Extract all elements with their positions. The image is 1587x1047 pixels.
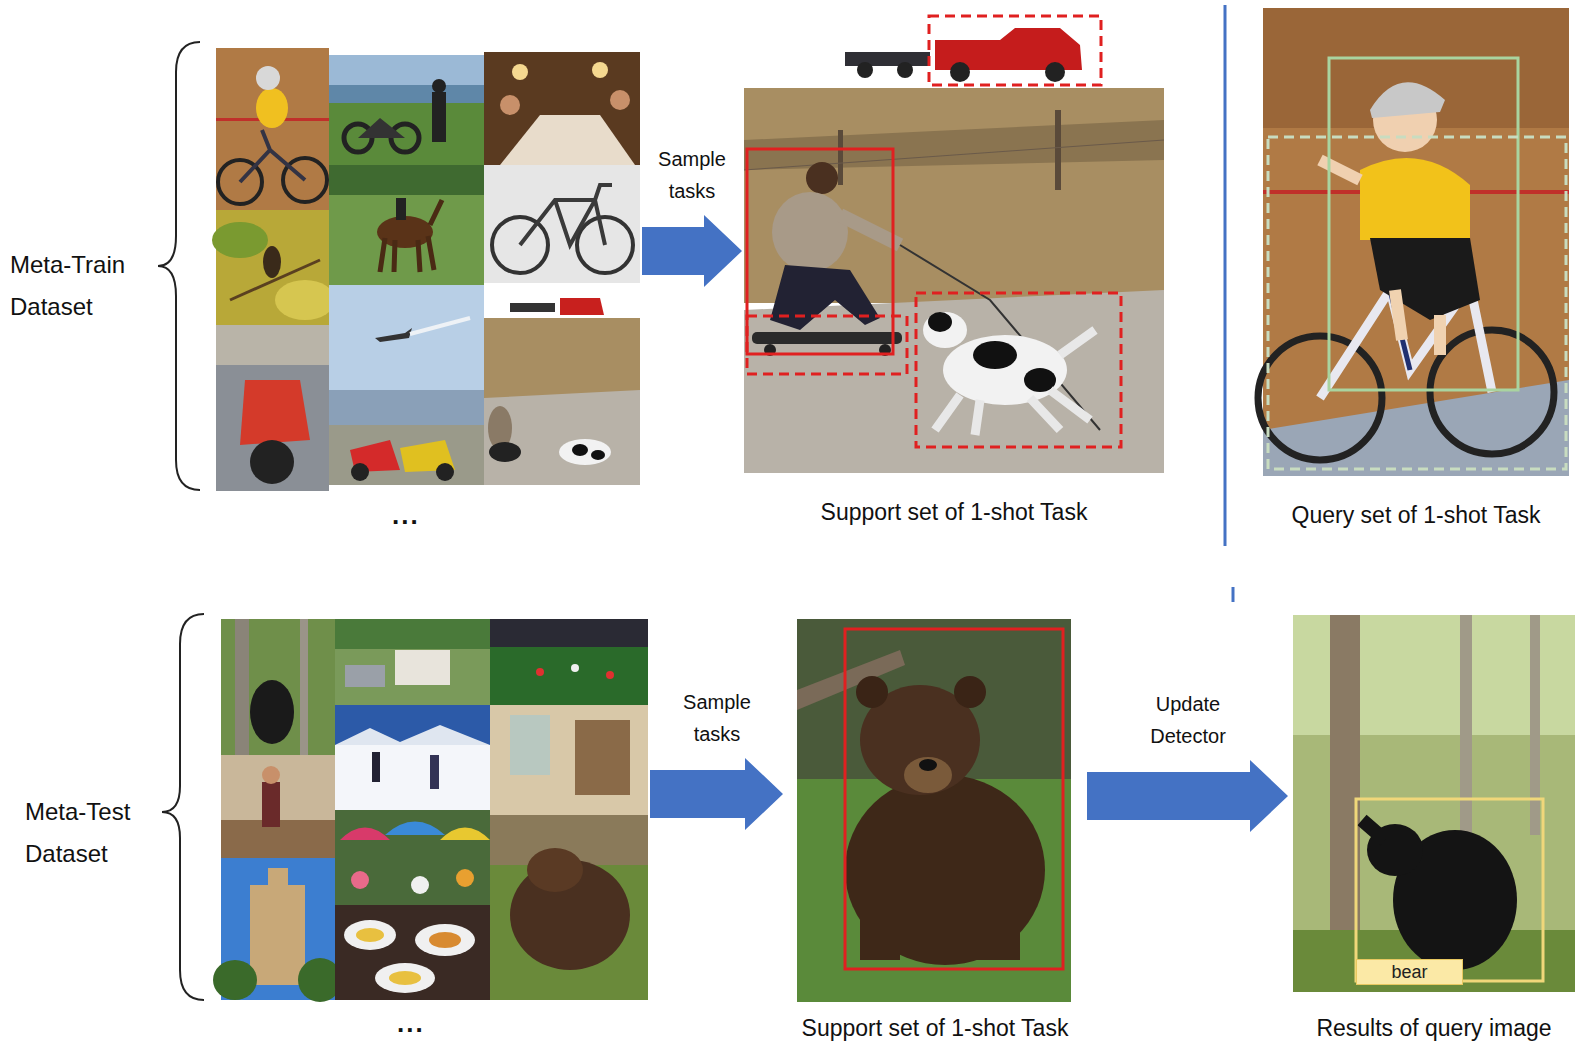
divider-tick [1232, 587, 1235, 602]
meta-train-photos [212, 48, 640, 491]
bracket [162, 614, 204, 1000]
group-heading: Meta-Train Dataset [10, 244, 155, 328]
query-photo [1258, 8, 1569, 476]
support-photo [744, 16, 1164, 473]
ellipsis-mark: ... [397, 1008, 425, 1039]
panel-caption: Support set of 1-shot Task [802, 1014, 1069, 1042]
dataset-group: Meta-Test Dataset [20, 612, 648, 1012]
image-panel: Query set of 1-shot Task [1263, 8, 1569, 531]
image-panel: Support set of 1-shot Task [785, 619, 1085, 1044]
arrow-label: Update Detector [1133, 688, 1243, 752]
image-panel: Results of query image bear [1290, 615, 1578, 1044]
block-arrow [650, 758, 783, 830]
dataset-group: Meta-Train Dataset [8, 40, 640, 491]
tag-text: bear [1391, 962, 1427, 982]
bracket [158, 42, 200, 490]
block-arrow [642, 215, 742, 287]
group-heading: Meta-Test Dataset [25, 791, 170, 875]
meta-test-photos [213, 619, 648, 1002]
arrow-label: Sample tasks [662, 686, 772, 750]
class-tag: bear [1356, 959, 1463, 985]
panel-caption: Query set of 1-shot Task [1292, 501, 1541, 529]
support-photo [797, 619, 1071, 1002]
panel-caption: Support set of 1-shot Task [821, 498, 1088, 526]
arrow-label: Sample tasks [637, 143, 747, 207]
image-panel: Support set of 1-shot Task [744, 16, 1164, 528]
ellipsis-mark: ... [392, 500, 420, 531]
block-arrow [1087, 760, 1288, 832]
panel-caption: Results of query image [1316, 1014, 1551, 1042]
divider-line [1224, 5, 1227, 546]
result-photo [1293, 615, 1575, 992]
